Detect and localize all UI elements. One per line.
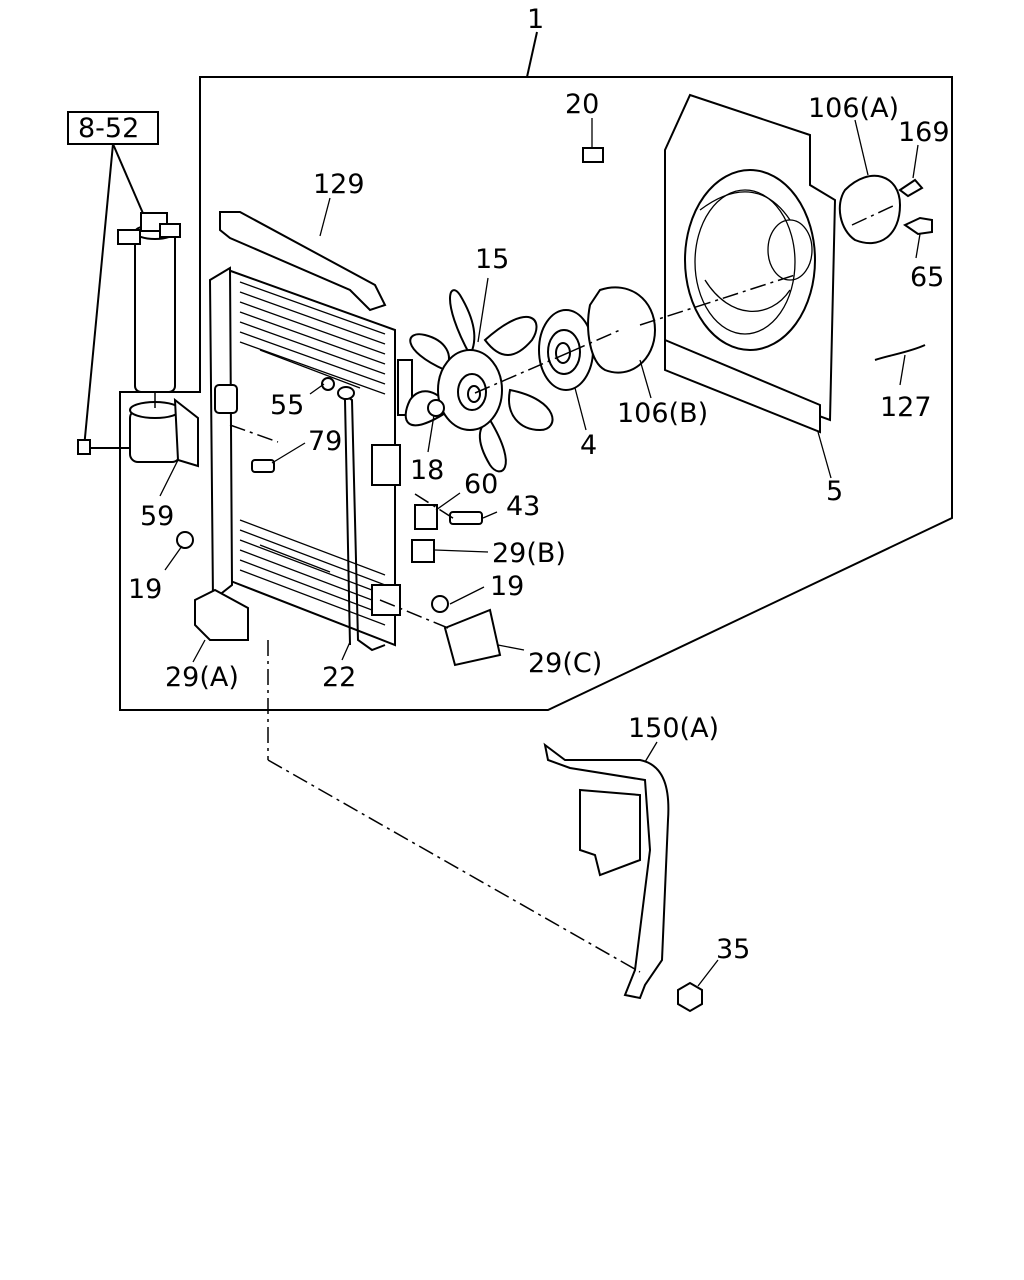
callout-127: 127: [880, 392, 932, 423]
callout-5: 5: [826, 476, 843, 507]
grommet-55: [321, 377, 335, 391]
gasket-106b: [587, 286, 657, 374]
leader-ref-1: [83, 143, 114, 449]
bolt-65: [902, 216, 933, 236]
assembly-boundary: [119, 76, 953, 711]
nut-19-right: [431, 595, 449, 613]
callout-106b: 106(B): [617, 398, 708, 429]
callout-22: 22: [322, 662, 356, 693]
callout-29c: 29(C): [528, 648, 602, 679]
callout-15: 15: [475, 244, 509, 275]
fan-motor-4: [538, 309, 594, 391]
nut-35: [677, 981, 703, 1013]
callout-55: 55: [270, 390, 304, 421]
alignment-lines: [154, 204, 896, 973]
bolt-43: [449, 511, 483, 525]
clip-60: [414, 504, 438, 530]
bracket-29a: [194, 588, 249, 641]
callout-29b: 29(B): [492, 538, 566, 569]
callout-150a: 150(A): [628, 713, 719, 744]
condenser-22: [208, 266, 413, 652]
callout-35: 35: [716, 934, 750, 965]
leader-lines: [159, 118, 921, 987]
screw-169: [898, 178, 924, 198]
clip-20: [582, 147, 604, 163]
callout-1: 1: [527, 4, 544, 35]
gasket-106a: [838, 174, 902, 245]
leader-ref-2: [112, 143, 146, 219]
callout-106a: 106(A): [808, 93, 899, 124]
tie-127: [874, 344, 926, 361]
callout-79: 79: [308, 426, 342, 457]
callout-65: 65: [910, 262, 944, 293]
nut-18: [427, 399, 445, 417]
bracket-29c: [443, 608, 502, 667]
callout-29a: 29(A): [165, 662, 239, 693]
shroud-5: [664, 93, 837, 434]
callouts: 8-52 1 20 106(A) 169 129 15 65 127 55 10…: [78, 4, 950, 965]
callout-18: 18: [410, 455, 444, 486]
receiver-drier: [117, 212, 181, 393]
callout-59: 59: [140, 501, 174, 532]
nut-19-left: [176, 531, 194, 549]
callout-129: 129: [313, 169, 365, 200]
bracket-150a: [543, 742, 670, 1000]
bracket-29b: [411, 539, 435, 563]
callout-20: 20: [565, 89, 599, 120]
callout-169: 169: [898, 117, 950, 148]
leader-1: [526, 31, 538, 78]
callout-60: 60: [464, 469, 498, 500]
fan-15: [404, 289, 554, 473]
reference-box-label: 8-52: [78, 113, 139, 144]
bolt-79: [251, 459, 275, 473]
callout-43: 43: [506, 491, 540, 522]
callout-19-right: 19: [490, 571, 524, 602]
bracket-59: [77, 397, 199, 468]
callout-19-left: 19: [128, 574, 162, 605]
callout-4: 4: [580, 430, 597, 461]
bracket-129: [219, 211, 387, 312]
